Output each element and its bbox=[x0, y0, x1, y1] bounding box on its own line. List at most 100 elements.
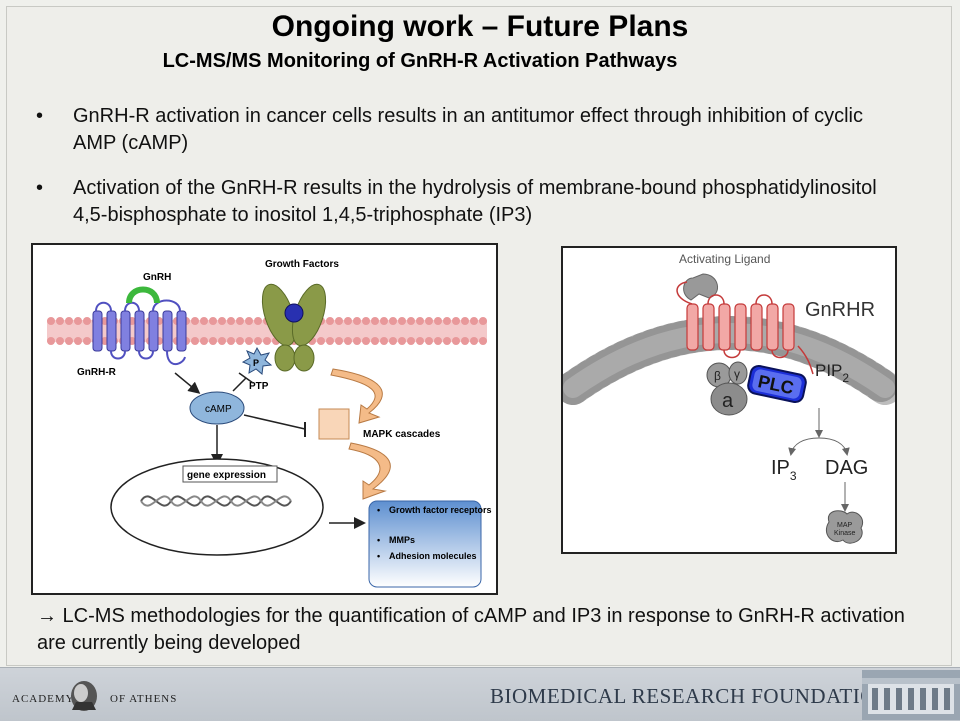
signaling-diagram-svg: GnRH GnRH-R Growth Factors P PTP cAMP bbox=[47, 259, 492, 588]
pip-label: PIP2 bbox=[815, 361, 849, 385]
lipid-head bbox=[56, 317, 64, 325]
lipid-head bbox=[218, 317, 226, 325]
p-label: P bbox=[253, 358, 259, 368]
lipid-head bbox=[200, 337, 208, 345]
lipid-head bbox=[191, 317, 199, 325]
g-gamma bbox=[728, 361, 748, 385]
lipid-head bbox=[209, 317, 217, 325]
phospho-marker bbox=[241, 346, 273, 375]
lipid-head bbox=[452, 337, 460, 345]
lipid-head bbox=[344, 317, 352, 325]
lipid-head bbox=[443, 337, 451, 345]
lipid-head bbox=[479, 337, 487, 345]
lipid-head bbox=[353, 337, 361, 345]
lipid-head bbox=[380, 317, 388, 325]
lipid-head bbox=[425, 317, 433, 325]
map-label: MAP bbox=[837, 522, 853, 529]
bullet-marker: • bbox=[36, 105, 44, 127]
lipid-head bbox=[389, 317, 397, 325]
alpha-label: a bbox=[722, 390, 734, 412]
outcome-bullet: • bbox=[377, 505, 380, 515]
building-photo-icon bbox=[862, 670, 960, 720]
lipid-head bbox=[200, 317, 208, 325]
bullet-marker: • bbox=[36, 177, 44, 199]
camp-node bbox=[189, 391, 245, 425]
map-kinase bbox=[825, 510, 863, 544]
gene-expression-label: gene expression bbox=[187, 470, 266, 481]
lipid-head bbox=[254, 337, 262, 345]
lipid-head bbox=[56, 337, 64, 345]
conclusion-text: → LC-MS methodologies for the quantifica… bbox=[37, 605, 905, 654]
athena-logo-icon bbox=[71, 681, 97, 711]
dna-helix bbox=[140, 495, 292, 507]
plc-enzyme: PLC bbox=[747, 364, 807, 404]
gnrh-r-label: GnRH-R bbox=[77, 367, 117, 378]
lipid-head bbox=[83, 317, 91, 325]
dag-label: DAG bbox=[825, 457, 868, 479]
lipid-head bbox=[434, 337, 442, 345]
gnrhr-pathway-svg: Activating Ligand GnRHR bbox=[556, 252, 902, 544]
mapk-arrow-top bbox=[330, 368, 383, 424]
gamma-label: γ bbox=[734, 367, 740, 381]
camp-label: cAMP bbox=[205, 404, 232, 415]
footer-bar bbox=[0, 667, 960, 721]
signaling-diagram-right: Activating Ligand GnRHR bbox=[556, 246, 902, 554]
mapk-arrow-bottom bbox=[348, 442, 391, 500]
lipid-head bbox=[407, 317, 415, 325]
bullet-text: GnRH-R activation in cancer cells result… bbox=[73, 105, 863, 154]
gnrh-receptor bbox=[92, 299, 187, 366]
lipid-head bbox=[218, 337, 226, 345]
kinase-label: Kinase bbox=[834, 530, 856, 537]
gnrhr-receptor bbox=[676, 281, 814, 375]
ligand-label: Activating Ligand bbox=[679, 252, 770, 266]
academy-label-left: ACADEMY bbox=[12, 693, 75, 705]
lipid-head bbox=[335, 337, 343, 345]
lipid-head bbox=[65, 317, 73, 325]
lipid-head bbox=[461, 337, 469, 345]
slide-subtitle: LC-MS/MS Monitoring of GnRH-R Activation… bbox=[162, 50, 678, 72]
lipid-head bbox=[254, 317, 262, 325]
outcome-growth-factor: Growth factor receptors bbox=[389, 505, 492, 515]
lipid-head bbox=[326, 337, 334, 345]
lipid-head bbox=[362, 317, 370, 325]
lipid-head bbox=[236, 317, 244, 325]
mapk-label: MAPK cascades bbox=[363, 429, 441, 440]
gene-expression-box bbox=[182, 465, 278, 483]
outcome-mmps: MMPs bbox=[389, 535, 415, 545]
mapk-box bbox=[318, 408, 350, 440]
outcome-bullet: • bbox=[377, 551, 380, 561]
lipid-head bbox=[335, 317, 343, 325]
lipid-head bbox=[470, 317, 478, 325]
lipid-head bbox=[191, 337, 199, 345]
lipid-head bbox=[389, 337, 397, 345]
lipid-head bbox=[263, 337, 271, 345]
lipid-head bbox=[371, 337, 379, 345]
lipid-head bbox=[47, 337, 55, 345]
lipid-head bbox=[461, 317, 469, 325]
beta-label: β bbox=[714, 369, 721, 383]
lipid-head bbox=[245, 317, 253, 325]
gnrh-label: GnRH bbox=[143, 272, 171, 283]
outcome-bullet: • bbox=[377, 535, 380, 545]
lipid-head bbox=[353, 317, 361, 325]
lipid-head bbox=[83, 337, 91, 345]
outcomes-box bbox=[368, 500, 482, 588]
lipid-head bbox=[416, 317, 424, 325]
lipid-head bbox=[74, 337, 82, 345]
lipid-head bbox=[227, 337, 235, 345]
ptp-label: PTP bbox=[249, 381, 269, 392]
ip3-label: IP3 bbox=[771, 457, 797, 483]
growth-factor-receptor bbox=[261, 283, 327, 372]
lipid-head bbox=[407, 337, 415, 345]
lipid-head bbox=[398, 317, 406, 325]
outcome-adhesion: Adhesion molecules bbox=[389, 551, 477, 561]
foundation-name: BIOMEDICAL RESEARCH FOUNDATION bbox=[490, 684, 892, 708]
lipid-head bbox=[326, 317, 334, 325]
lipid-head bbox=[434, 317, 442, 325]
lipid-head bbox=[416, 337, 424, 345]
lipid-head bbox=[425, 337, 433, 345]
bullet-text: Activation of the GnRH-R results in the … bbox=[73, 177, 877, 226]
lipid-head bbox=[317, 337, 325, 345]
lipid-head bbox=[47, 317, 55, 325]
